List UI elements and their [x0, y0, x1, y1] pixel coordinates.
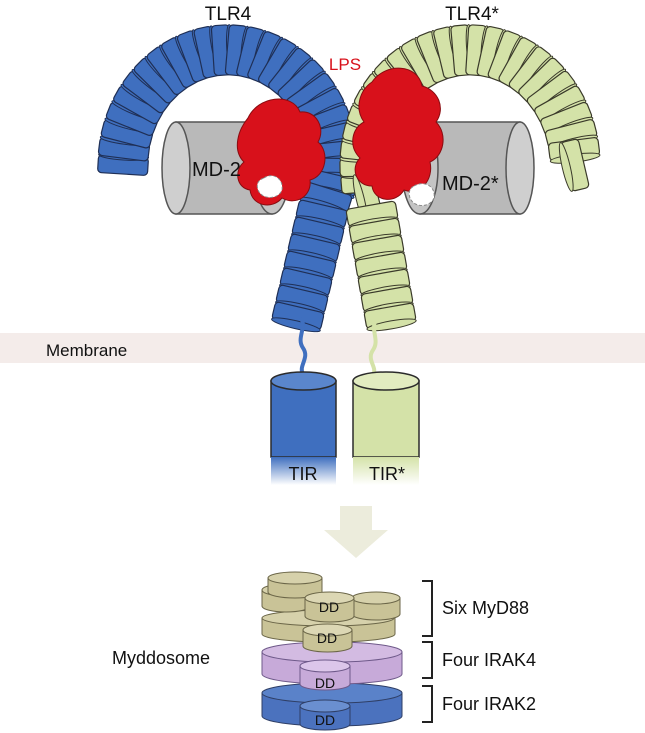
- bracket-icon: [422, 580, 433, 723]
- irak4-layer: [261, 641, 403, 691]
- lrr-segment: [271, 301, 325, 333]
- lps-label: LPS: [329, 55, 361, 74]
- tir-label: TIR: [289, 464, 318, 484]
- lrr-segment: [363, 302, 417, 332]
- membrane-band: [0, 333, 645, 363]
- dd-label: DD: [317, 630, 337, 646]
- four-irak4-label: Four IRAK4: [442, 650, 536, 670]
- tlr4-label: TLR4: [205, 4, 252, 25]
- four-irak2-label: Four IRAK2: [442, 694, 536, 714]
- myddosome-stack: [261, 571, 403, 731]
- membrane-label: Membrane: [46, 341, 127, 360]
- irak2-layer: [261, 682, 403, 731]
- linker-right: [368, 318, 378, 376]
- dd-label: DD: [315, 675, 335, 691]
- myddosome-label: Myddosome: [112, 648, 210, 668]
- tir-right: [352, 371, 420, 485]
- lps-left: [236, 98, 326, 206]
- tir-star-label: TIR*: [369, 464, 405, 484]
- myd88-layer: [261, 571, 401, 653]
- md2-star-label: MD-2*: [442, 173, 499, 195]
- lrr-segment: [558, 138, 590, 192]
- six-myd88-label: Six MyD88: [442, 598, 529, 618]
- dd-label: DD: [315, 712, 335, 728]
- down-arrow-icon: [324, 506, 388, 558]
- md2-label: MD-2: [192, 159, 241, 181]
- dd-label: DD: [319, 599, 339, 615]
- tir-left: [270, 371, 337, 485]
- lps-right: [352, 67, 444, 206]
- linker-left: [298, 316, 308, 376]
- tlr4-star-label: TLR4*: [445, 4, 499, 25]
